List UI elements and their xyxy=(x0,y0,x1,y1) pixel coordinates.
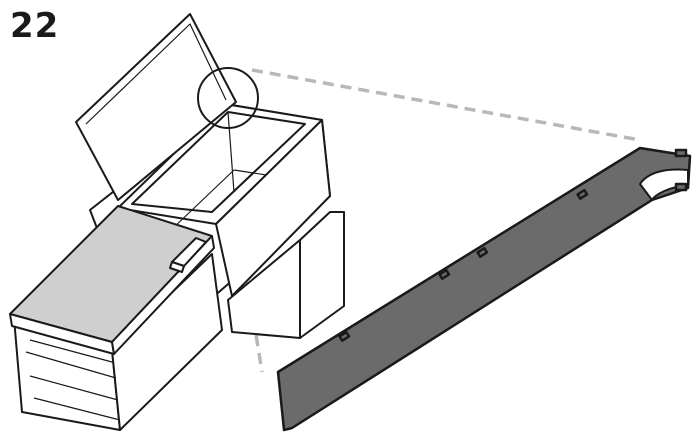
raised-lid xyxy=(75,13,237,201)
magnify-circle-icon xyxy=(197,67,259,129)
support-block xyxy=(227,211,345,339)
step-number: 22 xyxy=(10,6,60,46)
front-lid-panel xyxy=(9,205,215,355)
detail-rail-part xyxy=(276,146,692,432)
